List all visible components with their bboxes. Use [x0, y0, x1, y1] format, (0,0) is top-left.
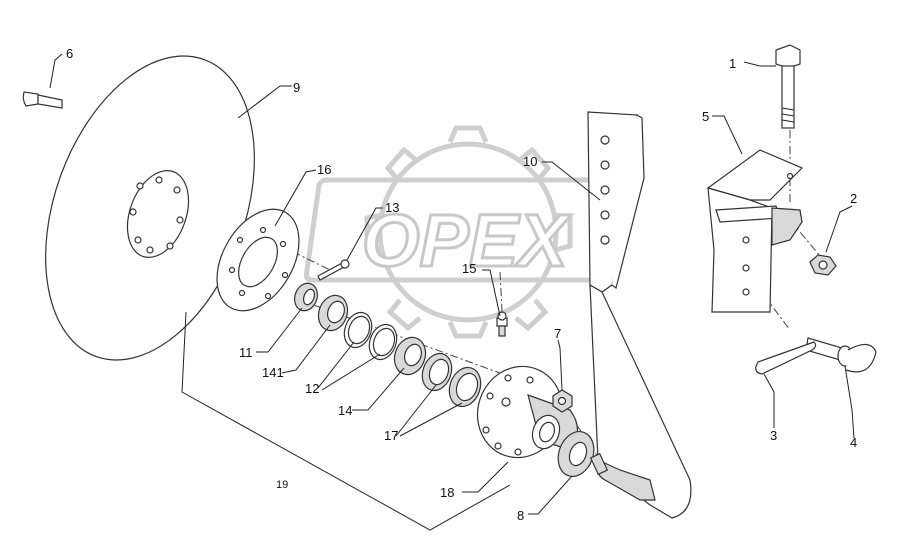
callout-18: 18 — [440, 485, 454, 500]
callout-6: 6 — [66, 46, 73, 61]
callout-1: 1 — [729, 56, 736, 71]
callout-15: 15 — [462, 261, 476, 276]
callout-2: 2 — [850, 191, 857, 206]
bearing-part-141 — [317, 294, 349, 332]
hub-part-18 — [476, 365, 579, 459]
callout-7: 7 — [554, 326, 561, 341]
watermark-gear-icon — [364, 125, 573, 339]
flange-plate-part-16 — [216, 208, 300, 312]
washer-part-8 — [557, 431, 595, 477]
callout-13: 13 — [385, 200, 399, 215]
callout-19: 19 — [276, 479, 288, 491]
bearing-part-14 — [393, 336, 427, 376]
nut-part-7 — [552, 389, 573, 413]
callout-3: 3 — [770, 428, 777, 443]
opex-watermark: OPEX — [303, 125, 617, 339]
seal-part-17a — [421, 352, 453, 392]
seal-part-17b — [448, 366, 482, 408]
bolt-part-1 — [775, 44, 801, 129]
callout-141: 141 — [262, 365, 284, 380]
callout-17: 17 — [384, 428, 398, 443]
leader-lines — [49, 53, 855, 531]
callout-5: 5 — [702, 109, 709, 124]
callout-12: 12 — [305, 381, 319, 396]
spring-clip-part-3 — [755, 341, 817, 375]
castle-nut-part-11 — [294, 282, 318, 312]
ring-part-12b — [368, 323, 398, 361]
grease-nipple-part-15 — [496, 311, 508, 337]
callout-8: 8 — [517, 508, 524, 523]
pin-part-4 — [805, 337, 877, 373]
disc-part-9 — [45, 55, 255, 361]
split-pin-part-13 — [317, 259, 350, 281]
watermark-text: OPEX — [362, 199, 572, 282]
ring-part-12a — [343, 311, 373, 349]
callout-10: 10 — [523, 154, 537, 169]
bracket-part-5 — [706, 149, 804, 313]
nut-part-2 — [809, 254, 837, 276]
callout-labels: 6 9 16 13 11 141 12 14 17 15 7 18 8 19 1… — [66, 46, 857, 523]
callout-9: 9 — [293, 80, 300, 95]
bolt-part-6 — [22, 91, 63, 109]
callout-14: 14 — [338, 403, 352, 418]
arm-part-10 — [587, 111, 692, 519]
callout-4: 4 — [850, 435, 857, 450]
callout-11: 11 — [239, 345, 253, 360]
callout-16: 16 — [317, 162, 331, 177]
